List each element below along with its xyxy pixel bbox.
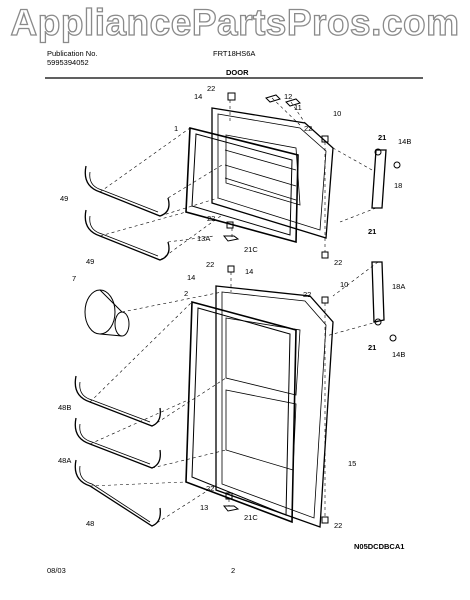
alignment-lines [89,97,385,527]
callout-21: 21 [368,227,377,236]
fresh-food-door-gasket [185,300,297,524]
callout-14: 14 [194,92,203,101]
callout-21: 21 [378,133,387,142]
callout-12: 12 [284,92,293,101]
callout-7: 7 [72,274,77,283]
callout-22: 22 [334,258,343,267]
footer-code: N05DCDBCA1 [354,542,405,551]
fresh-food-door-shelves [74,375,161,527]
callout-49: 49 [60,194,69,203]
callout-11: 11 [294,103,302,112]
callout-1: 1 [174,124,179,133]
publication-number: 5995394052 [47,58,89,67]
callout-18A: 18A [392,282,406,291]
fresh-food-hinge-parts [222,261,397,524]
freezer-hinge-parts [222,92,401,259]
callout-21C: 21C [244,245,258,254]
callout-18: 18 [394,181,403,190]
callout-14: 14 [245,267,254,276]
callout-15: 15 [348,459,357,468]
callout-21: 21 [368,343,377,352]
callout-14: 14 [187,273,196,282]
callout-22: 22 [207,214,216,223]
footer-page: 2 [231,566,236,575]
callout-13: 13 [200,503,209,512]
callout-22: 22 [206,484,215,493]
callout-14B: 14B [392,350,406,359]
publication-label: Publication No. [47,49,98,58]
watermark: AppliancePartsPros.com [10,1,460,43]
freezer-door-shelves [84,165,170,261]
callout-22: 22 [206,260,215,269]
callout-48A: 48A [58,456,72,465]
callout-14B: 14B [398,137,412,146]
callout-10: 10 [340,280,349,289]
callout-22: 22 [334,521,343,530]
freezer-door-panel [211,107,334,239]
section-title: DOOR [226,68,249,77]
callout-10: 10 [333,109,342,118]
dairy-container [84,289,130,337]
freezer-door-gasket [185,126,299,244]
callout-21C: 21C [244,513,258,522]
callout-22: 22 [207,84,216,93]
callout-49: 49 [86,257,95,266]
callout-22: 22 [304,124,313,133]
callout-22: 22 [303,290,312,299]
callout-13A: 13A [197,234,211,243]
model-number: FRT18HS6A [213,49,256,58]
footer-date: 08/03 [47,566,66,575]
fresh-food-door-panel [215,285,334,528]
callout-48B: 48B [58,403,72,412]
callout-48: 48 [86,519,95,528]
callout-2: 2 [184,289,189,298]
